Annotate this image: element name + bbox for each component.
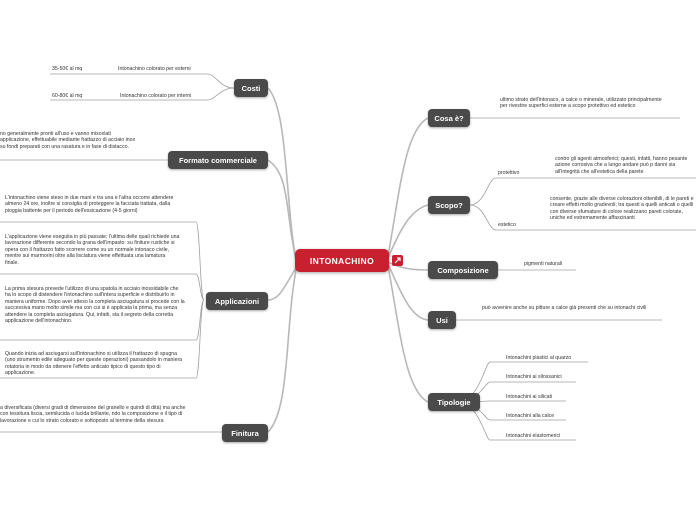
connector-applicazioni — [267, 267, 297, 301]
composizione-text: pigmenti naturali — [524, 261, 563, 267]
link-icon[interactable] — [392, 255, 403, 266]
scopo-estetico-label: estetico — [498, 222, 516, 228]
root-label: INTONACHINO — [309, 255, 375, 266]
costi-price-1: 35-50€ al mq — [52, 66, 83, 72]
tipologie-item-3: Intonachini ai silicati — [506, 394, 553, 400]
connector-formato — [267, 159, 297, 261]
root-node[interactable]: INTONACHINO — [295, 249, 389, 272]
tipologie-item-1: Intonachini plastici al quarzo — [506, 355, 572, 361]
tipologie-item-4: Intonachini alla calce — [506, 413, 555, 419]
branch-usi[interactable]: Usi — [428, 311, 456, 329]
branch-formato-label: Formato commerciale — [179, 155, 257, 165]
connector-scopo — [387, 204, 429, 259]
branch-costi-label: Costi — [241, 83, 261, 93]
applicazioni-text-1: L'intonachino viene steso in due mani e … — [5, 195, 174, 214]
branch-formato-commerciale[interactable]: Formato commerciale — [168, 151, 268, 169]
branch-scopo[interactable]: Scopo? — [428, 196, 470, 214]
scopo-protettivo-label: protettivo — [498, 170, 520, 176]
costi-price-2: 60-80€ al mq — [52, 93, 83, 99]
branch-costi[interactable]: Costi — [234, 79, 268, 97]
branch-cosa-e[interactable]: Cosa è? — [428, 109, 470, 127]
costi-desc-1: Intonachino colorato per esterni — [118, 66, 191, 72]
costi-desc-2: Intonachino colorato per interni — [120, 93, 192, 99]
branch-finitura-label: Finitura — [231, 428, 259, 438]
connector-finitura — [267, 269, 297, 433]
connector-composizione — [387, 261, 429, 271]
branch-cosa-label: Cosa è? — [434, 113, 464, 123]
finitura-text: a diversificata (diversi gradi di dimens… — [0, 405, 186, 424]
branch-composizione-label: Composizione — [437, 265, 489, 275]
cosa-text: ultimo strato dell'intonaco, a calce o m… — [500, 97, 662, 110]
branch-tipologie[interactable]: Tipologie — [428, 393, 480, 411]
formato-text: no generalmente pronti all'uso e vanno m… — [0, 131, 136, 150]
scopo-protettivo-text: contro gli agenti atmosferici; questi, i… — [555, 156, 688, 175]
connector-tipologie — [387, 265, 429, 403]
connector-cosa — [387, 117, 429, 257]
scopo-estetico-text: consente, grazie alle diverse colorazion… — [550, 196, 694, 222]
branch-usi-label: Usi — [436, 315, 448, 325]
applicazioni-text-2: L'applicazione viene eseguita in più pas… — [5, 234, 180, 266]
usi-text: può avvenire anche su pitture a calce gi… — [482, 305, 647, 311]
tipologie-item-5: Intonachini elastomerici — [506, 433, 561, 439]
branch-applicazioni[interactable]: Applicazioni — [206, 292, 268, 310]
connector-usi — [387, 263, 429, 321]
branch-tipologie-label: Tipologie — [437, 397, 471, 407]
branch-scopo-label: Scopo? — [435, 200, 463, 210]
applicazioni-text-4: Quando inizia ad asciugarsi sull'intonac… — [5, 351, 183, 377]
branch-applicazioni-label: Applicazioni — [214, 296, 260, 306]
branch-finitura[interactable]: Finitura — [222, 424, 268, 442]
applicazioni-text-3: La prima stesura prevede l'utilizzo di u… — [5, 286, 185, 325]
tipologie-item-2: Intonachini ai silossanici — [506, 374, 562, 380]
branch-composizione[interactable]: Composizione — [428, 261, 498, 279]
